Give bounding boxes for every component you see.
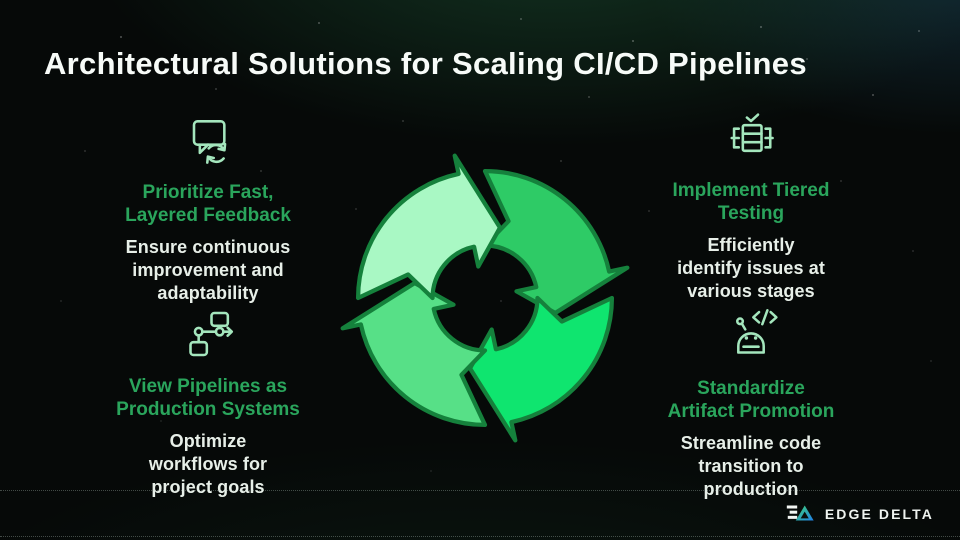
quadrant-body: Ensure continuous improvement and adapta… — [125, 237, 291, 303]
quadrant-tiered-testing: Implement Tiered Testing Efficiently ide… — [632, 110, 870, 302]
quadrant-artifact-promotion: Standardize Artifact Promotion Streamlin… — [632, 304, 870, 500]
quadrant-heading: Standardize Artifact Promotion — [667, 378, 835, 423]
cycle-arrow-bottom-right — [470, 298, 612, 440]
quadrant-fast-feedback: Prioritize Fast, Layered Feedback Ensure… — [89, 112, 327, 304]
quadrant-pipelines-production: View Pipelines as Production Systems Opt… — [89, 306, 327, 498]
cicd-cycle-diagram — [320, 133, 650, 463]
cycle-arrows-icon — [320, 133, 650, 463]
quadrant-heading: Implement Tiered Testing — [672, 180, 830, 225]
quadrant-body: Efficiently identify issues at various s… — [677, 235, 825, 301]
edge-delta-logo-icon — [784, 502, 816, 525]
brand-name: EDGE DELTA — [824, 505, 934, 522]
feedback-refresh-icon — [180, 112, 236, 168]
pipeline-flow-icon — [180, 306, 236, 362]
starfield-decoration — [0, 0, 2, 2]
tiered-testing-icon — [723, 110, 779, 166]
cycle-arrow-top-left — [358, 156, 500, 298]
quadrant-heading: View Pipelines as Production Systems — [116, 376, 300, 421]
page-title: Architectural Solutions for Scaling CI/C… — [44, 46, 807, 81]
cycle-arrow-bottom-left — [343, 283, 485, 425]
quadrant-body: Optimize workflows for project goals — [148, 431, 268, 497]
footer-bar: EDGE DELTA — [0, 490, 960, 537]
quadrant-heading: Prioritize Fast, Layered Feedback — [125, 182, 291, 227]
cycle-arrow-top-right — [485, 171, 627, 313]
robot-code-icon — [723, 304, 779, 364]
quadrant-body: Streamline code transition to production — [680, 433, 822, 499]
